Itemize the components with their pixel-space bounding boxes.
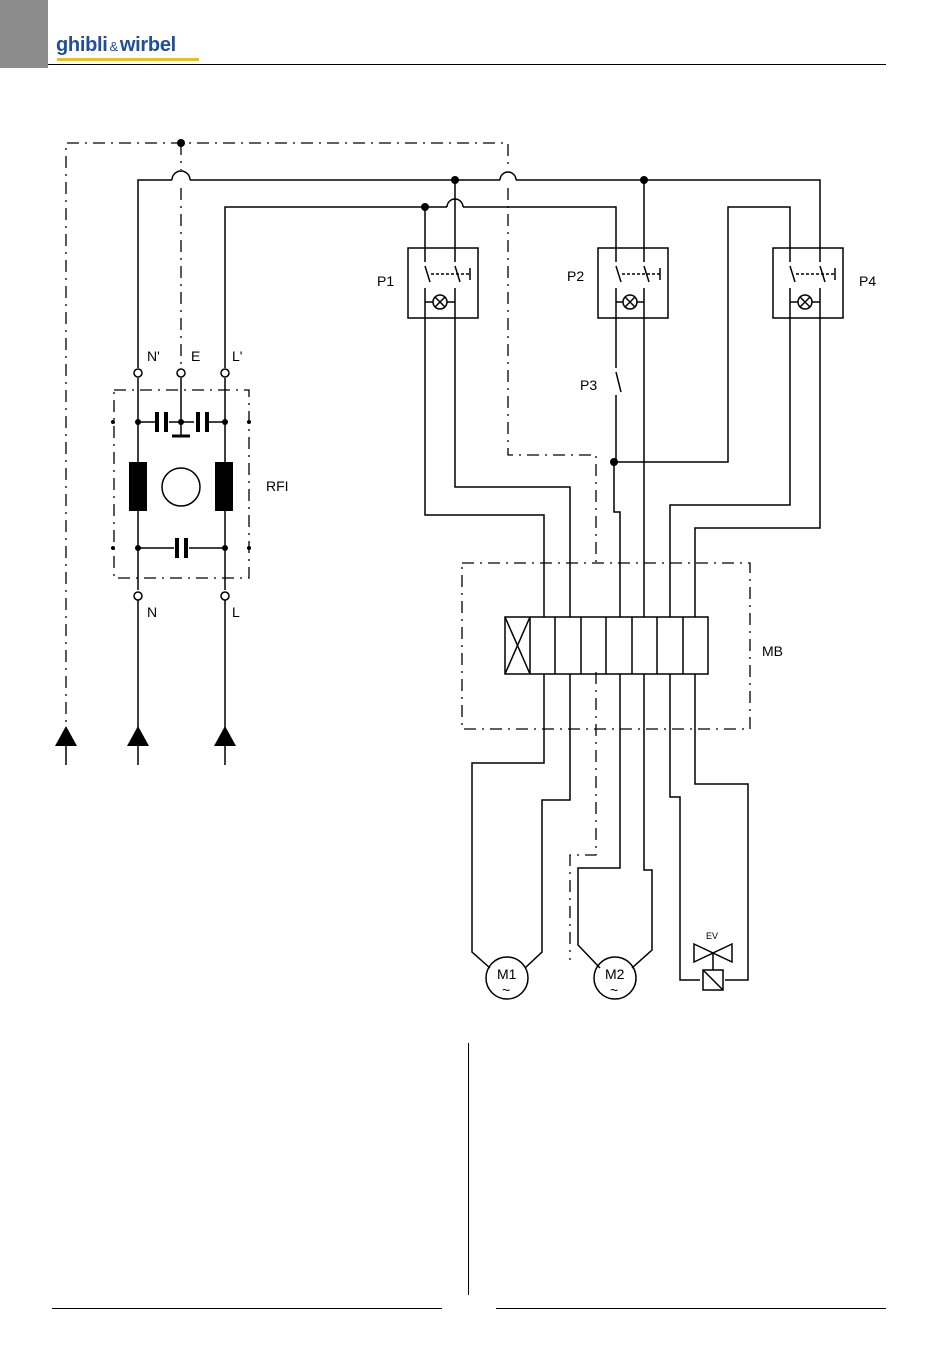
label-p4: P4 xyxy=(859,273,876,289)
label-ev: EV xyxy=(706,931,718,941)
label-m2-tilde: ~ xyxy=(610,982,618,998)
label-n-prime: N' xyxy=(147,348,160,364)
inductor-right xyxy=(215,462,233,511)
column-divider xyxy=(468,1043,469,1295)
neutral-arrow xyxy=(127,726,149,746)
switch-p1-contacts xyxy=(425,248,470,318)
label-n: N xyxy=(147,604,157,620)
earth-arrow xyxy=(55,726,77,746)
label-p3: P3 xyxy=(580,377,597,393)
switch-p4-contacts xyxy=(790,248,835,318)
label-mb: MB xyxy=(762,643,783,659)
footer-rule-right xyxy=(496,1308,886,1309)
label-rfi: RFI xyxy=(266,478,289,494)
label-l: L xyxy=(232,604,240,620)
label-e: E xyxy=(191,348,200,364)
label-l-prime: L' xyxy=(232,348,242,364)
live-arrow xyxy=(214,726,236,746)
label-m1: M1 xyxy=(497,966,517,982)
label-p2: P2 xyxy=(567,268,584,284)
inductor-left xyxy=(129,462,147,511)
switch-p2-contacts xyxy=(616,248,660,318)
footer-rule-left xyxy=(52,1308,442,1309)
label-m1-tilde: ~ xyxy=(502,982,510,998)
label-p1: P1 xyxy=(377,273,394,289)
label-m2: M2 xyxy=(605,966,625,982)
